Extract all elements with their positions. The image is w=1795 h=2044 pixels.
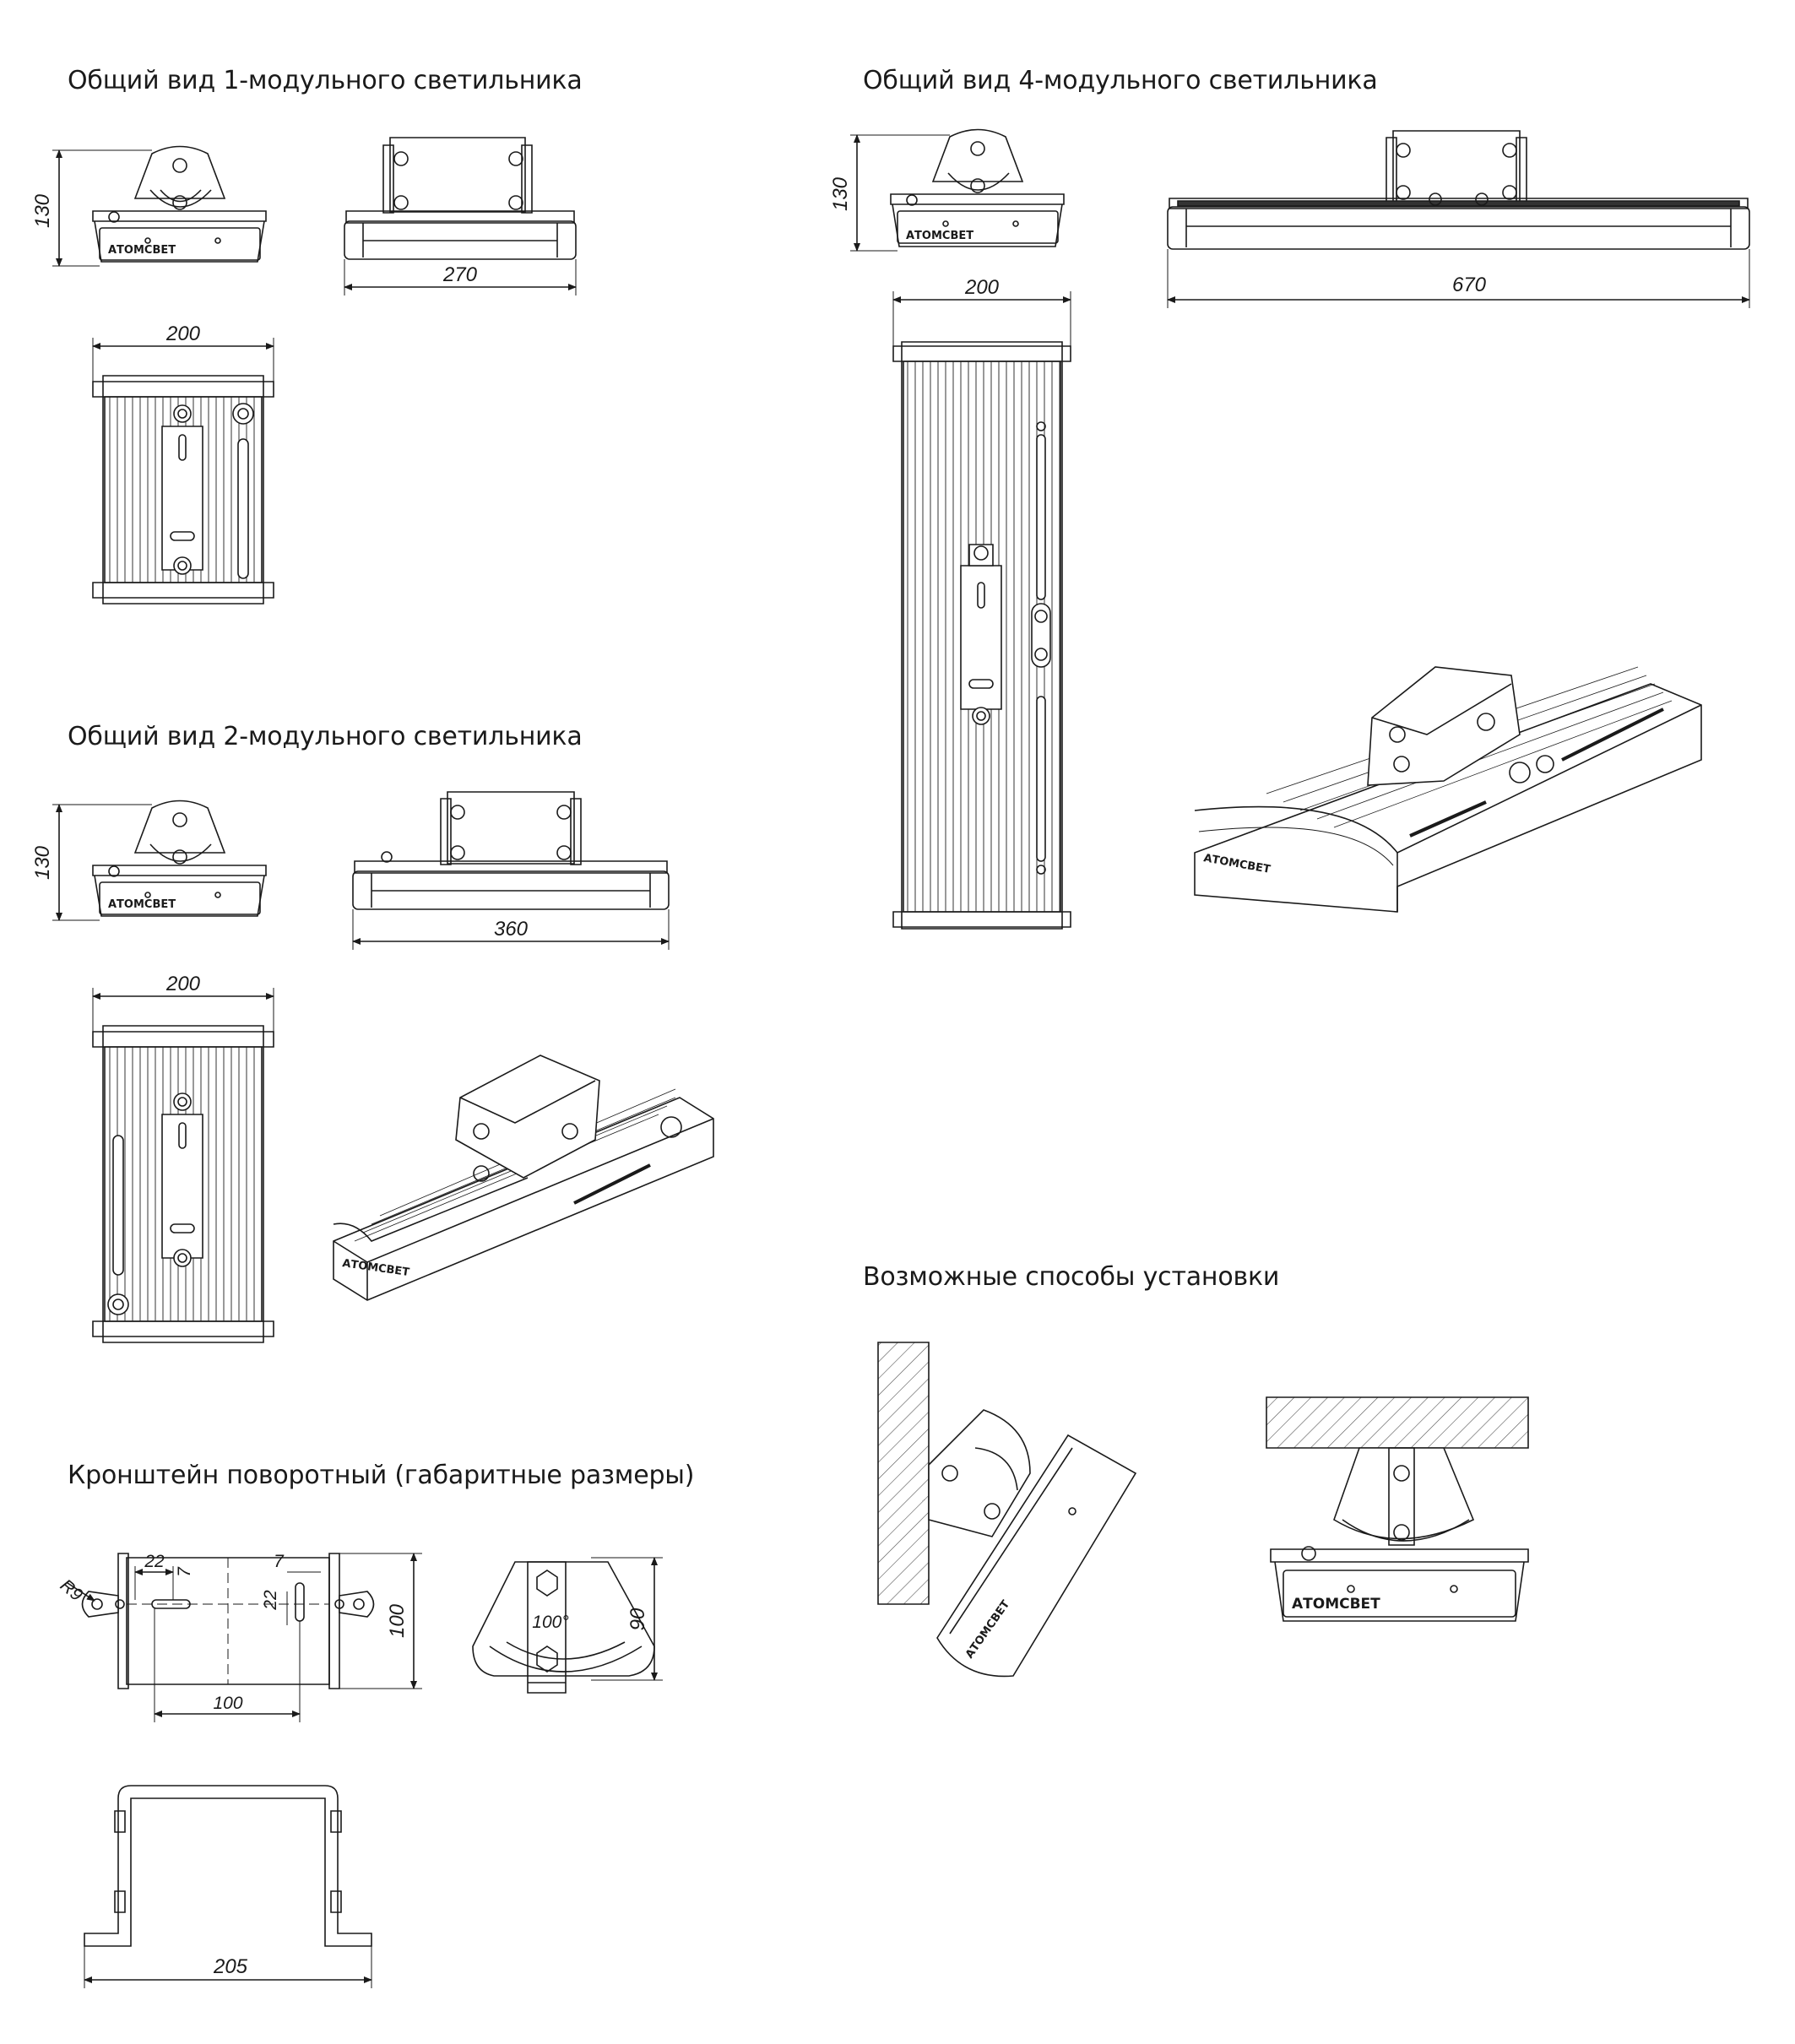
m1-height-label: 130 — [31, 193, 54, 228]
mounting-wall: АТОМСВЕТ — [878, 1342, 1136, 1676]
bracket-100h-label: 100 — [386, 1603, 409, 1638]
m4-height-label: 130 — [829, 176, 852, 211]
m4-side-view — [1168, 131, 1749, 249]
m2-logo: АТОМСВЕТ — [108, 898, 176, 911]
m4-front-view: АТОМСВЕТ — [891, 130, 1064, 247]
m4-top-view — [893, 342, 1071, 929]
m2-height-label: 130 — [31, 845, 54, 880]
bracket-90-label: 90 — [626, 1608, 649, 1630]
m1-width-label: 200 — [165, 323, 201, 345]
heading-two-module: Общий вид 2-модульного светильника — [68, 722, 583, 751]
m4-length-label: 670 — [1452, 274, 1487, 296]
m4-isometric-view: АТОМСВЕТ — [1195, 667, 1701, 912]
m2-side-view — [353, 792, 669, 909]
bracket-angle-view — [473, 1562, 654, 1693]
m4-logo: АТОМСВЕТ — [906, 230, 973, 242]
bracket-radius-label: R9 — [57, 1575, 87, 1605]
bracket-7a-label: 7 — [175, 1566, 194, 1577]
heading-mounting: Возможные способы установки — [863, 1262, 1280, 1292]
m2-isometric-view: АТОМСВЕТ — [334, 1055, 713, 1300]
bracket-7b-label: 7 — [274, 1552, 285, 1571]
heading-four-module: Общий вид 4-модульного светильника — [863, 66, 1378, 95]
bracket-100w-label: 100 — [213, 1694, 242, 1713]
m1-front-view: АТОМСВЕТ — [93, 147, 266, 263]
bracket-22a-label: 22 — [144, 1552, 165, 1571]
bracket-front-view — [84, 1786, 371, 1946]
m1-side-view — [344, 138, 576, 259]
m1-top-view — [93, 376, 274, 604]
m2-top-view — [93, 1026, 274, 1342]
m1-length-label: 270 — [442, 263, 478, 286]
m1-logo: АТОМСВЕТ — [108, 244, 176, 257]
m2-length-label: 360 — [494, 918, 529, 941]
heading-bracket: Кронштейн поворотный (габаритные размеры… — [68, 1461, 695, 1490]
m4-width-label: 200 — [964, 276, 1000, 299]
bracket-plan-view — [83, 1553, 374, 1689]
heading-one-module: Общий вид 1-модульного светильника — [68, 66, 583, 95]
bracket-angle-label: 100° — [532, 1613, 568, 1632]
bracket-205-label: 205 — [213, 1955, 248, 1978]
mounting-ceiling: АТОМСВЕТ — [1266, 1397, 1528, 1621]
m2-front-view: АТОМСВЕТ — [93, 801, 266, 917]
m2-width-label: 200 — [165, 973, 201, 995]
dimension-labels: 130 270 200 130 360 200 130 670 200 R9 2… — [31, 176, 1487, 1978]
bracket-22b-label: 22 — [261, 1590, 280, 1611]
ceiling-logo: АТОМСВЕТ — [1292, 1596, 1380, 1613]
